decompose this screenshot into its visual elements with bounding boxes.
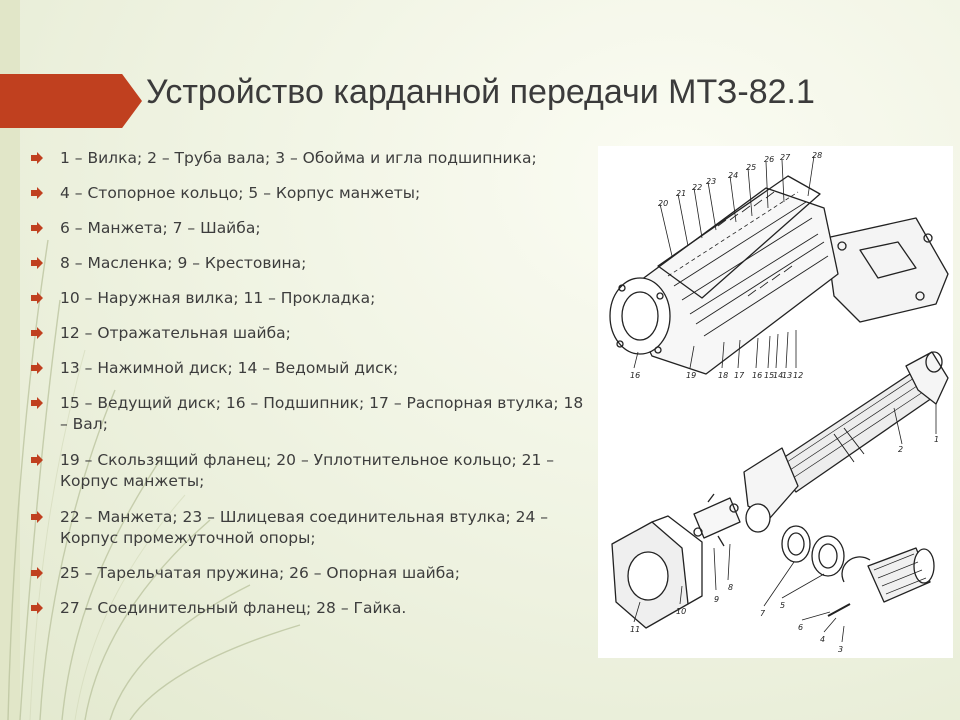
arrow-icon — [31, 454, 43, 466]
diagram-label: 12 — [793, 371, 803, 380]
diagram-label: 13 — [782, 371, 792, 380]
diagram-label: 17 — [734, 371, 745, 380]
arrow-icon — [31, 397, 43, 409]
slide-title: Устройство карданной передачи МТЗ-82.1 — [146, 73, 815, 111]
list-item: 25 – Тарельчатая пружина; 26 – Опорная ш… — [30, 563, 590, 584]
diagram-label: 4 — [820, 635, 825, 644]
list-item: 12 – Отражательная шайба; — [30, 323, 590, 344]
title-accent-bar — [0, 74, 142, 128]
list-item: 13 – Нажимной диск; 14 – Ведомый диск; — [30, 358, 590, 379]
diagram-label: 8 — [728, 583, 733, 592]
arrow-icon — [31, 327, 43, 339]
arrow-icon — [31, 187, 43, 199]
diagram-label: 16 — [752, 371, 762, 380]
diagram-label: 19 — [686, 371, 696, 380]
diagram-label: 9 — [714, 595, 719, 604]
list-item: 1 – Вилка; 2 – Труба вала; 3 – Обойма и … — [30, 148, 590, 169]
diagram-label: 11 — [630, 625, 640, 634]
diagram-label: 3 — [838, 645, 843, 654]
left-band — [0, 0, 20, 720]
arrow-icon — [31, 257, 43, 269]
arrow-icon — [31, 511, 43, 523]
diagram-label: 21 — [676, 189, 686, 198]
diagram-label: 26 — [764, 155, 774, 164]
arrow-icon — [31, 567, 43, 579]
arrow-icon — [31, 602, 43, 614]
diagram-label: 6 — [798, 623, 803, 632]
diagram-label: 5 — [780, 601, 785, 610]
diagram-label: 10 — [676, 607, 686, 616]
list-item: 15 – Ведущий диск; 16 – Подшипник; 17 – … — [30, 393, 590, 435]
list-item: 27 – Соединительный фланец; 28 – Гайка. — [30, 598, 590, 619]
arrow-icon — [31, 292, 43, 304]
diagram-label: 15 — [764, 371, 774, 380]
list-item: 8 – Масленка; 9 – Крестовина; — [30, 253, 590, 274]
diagram-label: 25 — [746, 163, 756, 172]
diagram-label: 2 — [898, 445, 903, 454]
diagram-label: 24 — [728, 171, 738, 180]
diagram-label: 1 — [934, 435, 939, 444]
cardan-drive-diagram: 20 21 22 23 24 25 26 27 28 16 19 18 17 1… — [598, 146, 953, 658]
list-item: 6 – Манжета; 7 – Шайба; — [30, 218, 590, 239]
diagram-label: 22 — [692, 183, 702, 192]
diagram-label: 14 — [773, 371, 783, 380]
diagram-label: 27 — [780, 153, 791, 162]
list-item: 22 – Манжета; 23 – Шлицевая соединительн… — [30, 507, 590, 549]
list-item: 10 – Наружная вилка; 11 – Прокладка; — [30, 288, 590, 309]
parts-list: 1 – Вилка; 2 – Труба вала; 3 – Обойма и … — [30, 148, 590, 619]
exploded-view-drawing: 20 21 22 23 24 25 26 27 28 16 19 18 17 1… — [609, 151, 949, 654]
diagram-label: 20 — [658, 199, 668, 208]
diagram-label: 28 — [812, 151, 822, 160]
arrow-icon — [31, 362, 43, 374]
arrow-icon — [31, 222, 43, 234]
diagram-label: 23 — [706, 177, 716, 186]
diagram-label: 18 — [718, 371, 728, 380]
list-item: 4 – Стопорное кольцо; 5 – Корпус манжеты… — [30, 183, 590, 204]
diagram-label: 16 — [630, 371, 640, 380]
list-item: 19 – Скользящий фланец; 20 – Уплотнитель… — [30, 450, 590, 492]
arrow-icon — [31, 152, 43, 164]
diagram-label: 7 — [760, 609, 766, 618]
